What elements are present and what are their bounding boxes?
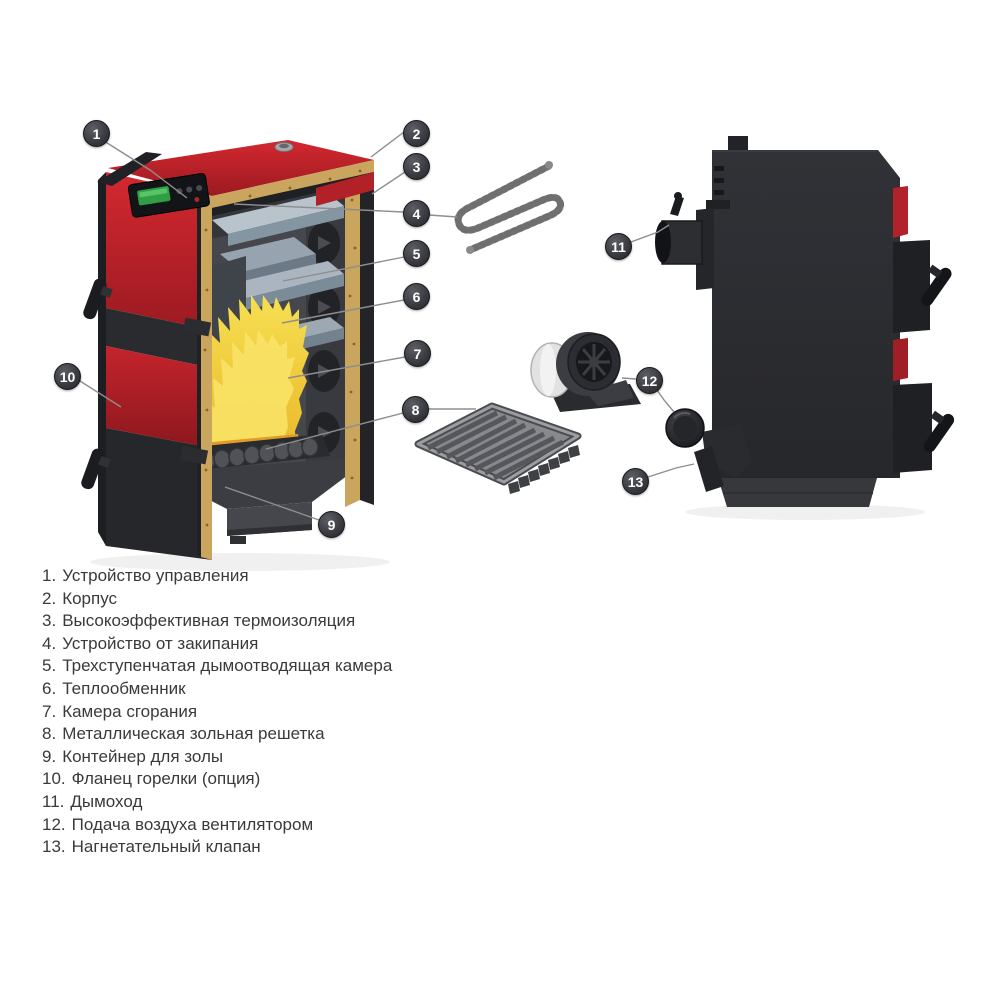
lower-door [893,383,932,473]
right-boiler-shadow [685,504,925,520]
legend-item: 12.Подача воздуха вентилятором [42,814,314,834]
parts-legend: 1.Устройство управления 2.Корпус 3.Высок… [42,565,392,859]
red-strip-upper [893,186,908,238]
callout-11: 11 [605,233,632,260]
leader-3 [371,169,409,195]
callout-12: 12 [636,367,663,394]
callout-10: 10 [54,363,81,390]
door-hinge-lower [179,445,209,465]
legend-item: 4.Устройство от закипания [42,633,259,653]
door-hinge-upper [182,317,212,337]
door-handle-upper [83,278,113,320]
leader-1 [103,140,188,199]
right-boiler-body [712,150,900,478]
door-handle-upper-right [921,264,952,306]
legend-item: 10.Фланец горелки (опция) [42,769,261,789]
legend-item: 5.Трехступенчатая дымоотводящая камера [42,656,393,676]
leader-12a [621,377,637,380]
pedestal-base [718,478,877,507]
air-inlet-assembly [665,408,752,492]
legend-item: 9.Контейнер для золы [42,746,224,766]
leader-4b [428,214,458,218]
callout-2: 2 [403,120,430,147]
burner-flange-door [106,428,212,560]
control-button [196,185,203,192]
legend-item: 13.Нагнетательный клапан [42,837,261,857]
control-button [186,186,193,193]
right-boiler [655,136,955,507]
callout-13: 13 [622,468,649,495]
legend-item: 11.Дымоход [42,791,143,811]
top-left-chamfer [97,152,162,186]
leader-2 [370,128,409,158]
leader-4a [233,203,404,213]
callout-4: 4 [403,200,430,227]
left-side-face [98,172,106,546]
legend-item: 7.Камера сгорания [42,701,198,721]
door-handle-lower-right [923,410,955,453]
door-handle-lower [81,448,111,490]
callout-6: 6 [403,283,430,310]
callout-1: 1 [83,120,110,147]
callout-5: 5 [403,240,430,267]
leader-13 [647,463,695,478]
leader-12b [656,389,675,413]
legend-item: 1.Устройство управления [42,566,249,585]
control-panel [127,173,210,218]
callout-9: 9 [318,511,345,538]
fan-blower [530,332,641,412]
left-boiler-cutaway [81,140,374,560]
legend-item: 6.Теплообменник [42,678,186,698]
legend-item: 8.Металлическая зольная решетка [42,724,325,744]
upper-door [893,240,930,333]
leader-8a [265,412,404,450]
front-edge [893,186,955,473]
callout-7: 7 [404,340,431,367]
leader-11 [630,224,670,243]
legend-item: 3.Высокоэффективная термоизоляция [42,611,356,631]
leader-7 [287,356,406,379]
cooling-coil [454,161,564,254]
middle-door-band [106,308,212,368]
control-button [194,197,200,203]
leader-9 [224,486,320,521]
callout-3: 3 [403,153,430,180]
grate-feet [508,445,580,494]
legend-item: 2.Корпус [42,588,118,608]
left-boiler-shadow [90,553,390,571]
leader-6 [281,299,405,324]
ash-grate [414,402,582,494]
leader-5 [282,256,405,282]
red-strip-lower [893,338,908,381]
leader-10 [79,380,122,408]
thermal-insulation-wall [345,160,374,507]
top-stub [728,136,748,152]
callout-8: 8 [402,396,429,423]
leader-lines [79,128,695,521]
